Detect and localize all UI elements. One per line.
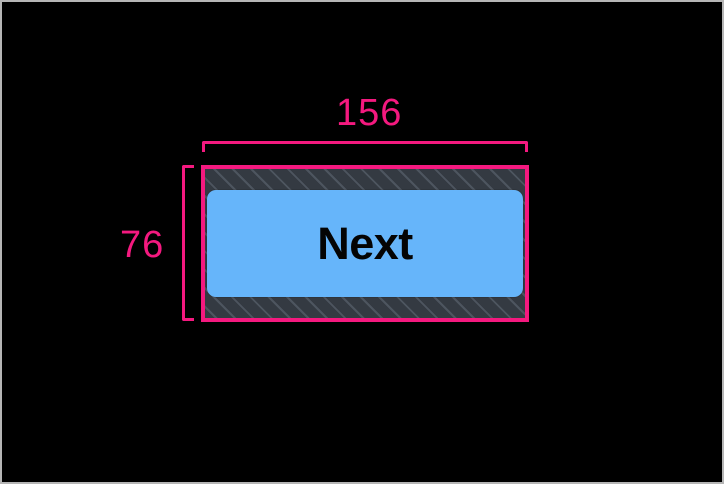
height-dimension-label: 76	[120, 224, 165, 266]
measured-element-outline[interactable]: Next	[201, 165, 529, 322]
height-dimension-bracket	[182, 165, 194, 321]
next-button[interactable]: Next	[207, 190, 523, 297]
width-dimension-bracket	[202, 141, 528, 152]
next-button-label: Next	[317, 218, 413, 269]
width-dimension-label: 156	[336, 92, 403, 134]
